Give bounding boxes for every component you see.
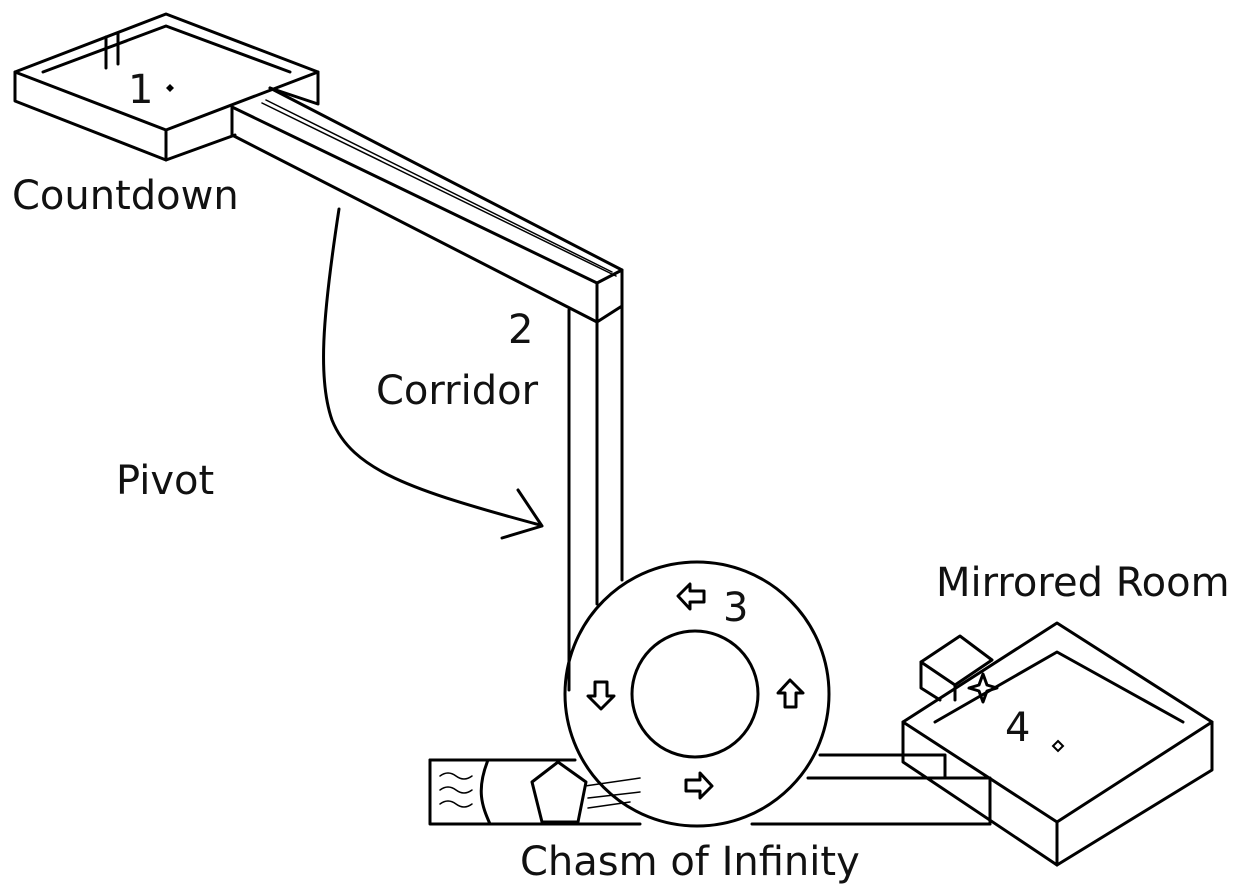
pivot-arrow	[322, 207, 544, 540]
room-1-number: 1	[128, 67, 153, 113]
chasm-bar	[428, 758, 992, 826]
room-1-marker	[166, 84, 174, 92]
arrow-left-icon	[676, 582, 706, 611]
room-2-number: 2	[508, 307, 533, 353]
room-4-marker	[1051, 739, 1065, 753]
arrow-right-icon	[684, 771, 714, 800]
room-4-box	[901, 621, 1214, 867]
chasm-label: Chasm of Infinity	[520, 839, 860, 884]
arrow-up-icon	[776, 678, 805, 709]
star-icon	[967, 672, 999, 704]
room-4-number: 4	[1005, 705, 1030, 751]
room-1-box	[13, 12, 320, 162]
corridor-beam	[230, 86, 624, 692]
pivot-label: Pivot	[116, 458, 214, 504]
arrow-down-icon	[586, 680, 616, 711]
room-4-name: Mirrored Room	[936, 560, 1230, 606]
room-3-ring	[563, 560, 831, 828]
connector-passage	[806, 753, 992, 826]
room-1-name: Countdown	[12, 173, 239, 219]
room-3-number: 3	[723, 585, 748, 631]
room-2-name: Corridor	[376, 368, 539, 414]
